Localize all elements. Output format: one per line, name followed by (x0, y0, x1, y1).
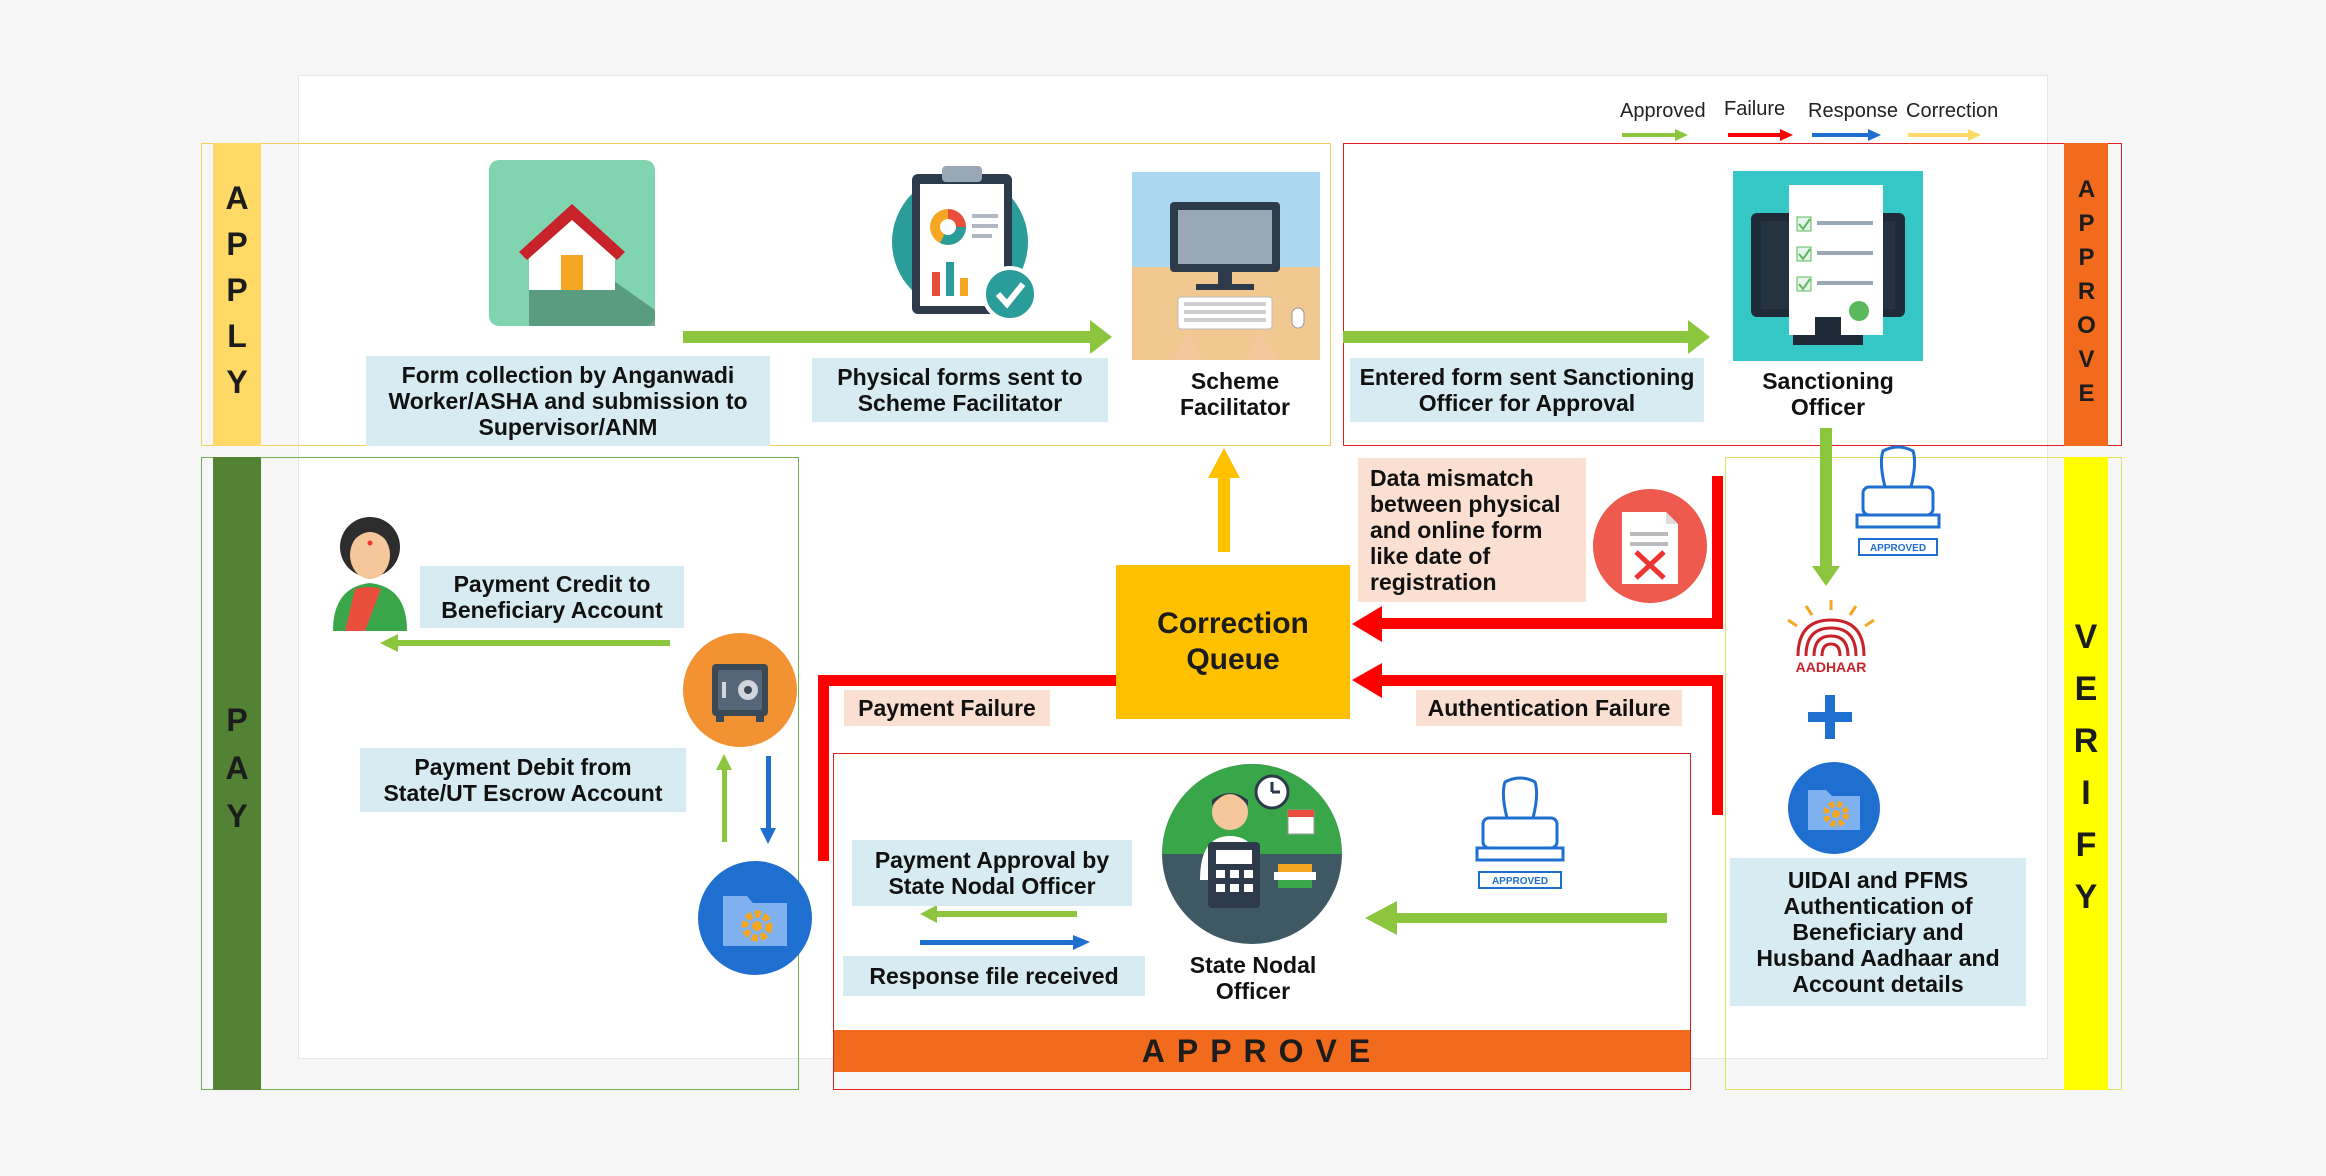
beneficiary-woman-icon (333, 517, 407, 631)
approve-top-frame (1343, 143, 2122, 446)
correction-queue-box: Correction Queue (1116, 565, 1350, 719)
verify-phase-bar: VERIFY (2064, 457, 2108, 1090)
approve-top-phase-label: APPROVE (2073, 175, 2100, 414)
legend-approved-label: Approved (1620, 100, 1706, 122)
uidai-auth-label: UIDAI and PFMS Authentication of Benefic… (1730, 858, 2026, 1006)
state-nodal-officer-label: State Nodal Officer (1189, 952, 1317, 1004)
bank-folder-gear-icon (698, 861, 812, 975)
payment-credit-label: Payment Credit to Beneficiary Account (420, 566, 684, 628)
apply-phase-bar: APPLY (213, 143, 261, 446)
arrow-folder-to-safe-up (716, 754, 732, 842)
aadhaar-logo-text: AADHAAR (1796, 659, 1867, 675)
clipboard-report-icon (892, 166, 1038, 322)
arrow-facilitator-to-sanctioning (1343, 320, 1710, 354)
arrow-safe-to-folder-down (760, 756, 776, 844)
arrow-sanctioning-to-verify (1812, 428, 1840, 586)
legend-failure-arrow (1728, 129, 1793, 141)
approve-top-phase-bar: APPROVE (2064, 143, 2108, 446)
house-icon (489, 160, 655, 326)
verify-frame (1725, 457, 2122, 1090)
arrow-verify-to-nodal (1365, 901, 1667, 935)
stamp-text-bottom: APPROVED (1492, 876, 1548, 887)
pay-phase-bar: PAY (213, 457, 261, 1090)
arrow-data-mismatch (1352, 476, 1723, 642)
approve-bottom-phase-label: APPROVE (1141, 1033, 1383, 1069)
arrow-response-file-right (920, 935, 1090, 950)
legend-approved-arrow (1622, 129, 1688, 141)
data-mismatch-label: Data mismatch between physical and onlin… (1358, 458, 1586, 602)
legend-failure-label: Failure (1724, 98, 1786, 120)
plus-icon (1808, 695, 1852, 739)
sanctioning-officer-label: Sanctioning Officer (1762, 368, 1894, 420)
aadhaar-logo-icon: AADHAAR (1787, 600, 1875, 675)
state-nodal-officer-icon (1162, 764, 1342, 944)
arrow-authentication-failure (1352, 663, 1723, 815)
approved-stamp-bottom-icon: APPROVED (1475, 776, 1565, 889)
legend-arrows (1622, 129, 1981, 141)
safe-icon (683, 633, 797, 747)
physical-forms-label: Physical forms sent to Scheme Facilitato… (812, 358, 1108, 422)
arrow-payment-approval-left (920, 905, 1077, 923)
legend-correction-arrow (1908, 129, 1981, 141)
folder-gear-icon (1788, 762, 1880, 854)
response-file-label: Response file received (843, 956, 1145, 996)
stamp-text-top: APPROVED (1870, 543, 1926, 554)
payment-failure-label: Payment Failure (844, 690, 1050, 726)
arrow-payment-credit-left (380, 634, 670, 652)
legend: Approved Failure Response Correction (1620, 98, 2020, 146)
legend-correction-label: Correction (1906, 100, 1999, 122)
legend-response-label: Response (1808, 100, 1899, 122)
form-collection-label: Form collection by Anganwadi Worker/ASHA… (366, 356, 770, 446)
approved-stamp-icon: APPROVED (1855, 445, 1941, 556)
payment-debit-label: Payment Debit from State/UT Escrow Accou… (360, 748, 686, 812)
correction-queue-label: Correction Queue (1157, 607, 1309, 676)
computer-desk-icon (1132, 172, 1320, 360)
entered-form-label: Entered form sent Sanctioning Officer fo… (1350, 358, 1704, 422)
verify-phase-label: VERIFY (2067, 617, 2105, 930)
approve-bottom-phase-bar: APPROVE (834, 1030, 1690, 1072)
arrow-correction-to-facilitator (1208, 448, 1240, 552)
approve-bottom-frame (833, 753, 1691, 1090)
document-reject-icon (1593, 489, 1707, 603)
pay-frame (201, 457, 799, 1090)
arrow-form-to-physical (683, 320, 1112, 354)
legend-response-arrow (1812, 129, 1881, 141)
scheme-facilitator-label: Scheme Facilitator (1180, 368, 1290, 420)
apply-phase-label: APPLY (219, 179, 255, 410)
authentication-failure-label: Authentication Failure (1416, 690, 1682, 726)
pay-phase-label: PAY (219, 701, 255, 846)
checklist-monitor-icon (1733, 171, 1923, 361)
payment-approval-label: Payment Approval by State Nodal Officer (852, 840, 1132, 906)
